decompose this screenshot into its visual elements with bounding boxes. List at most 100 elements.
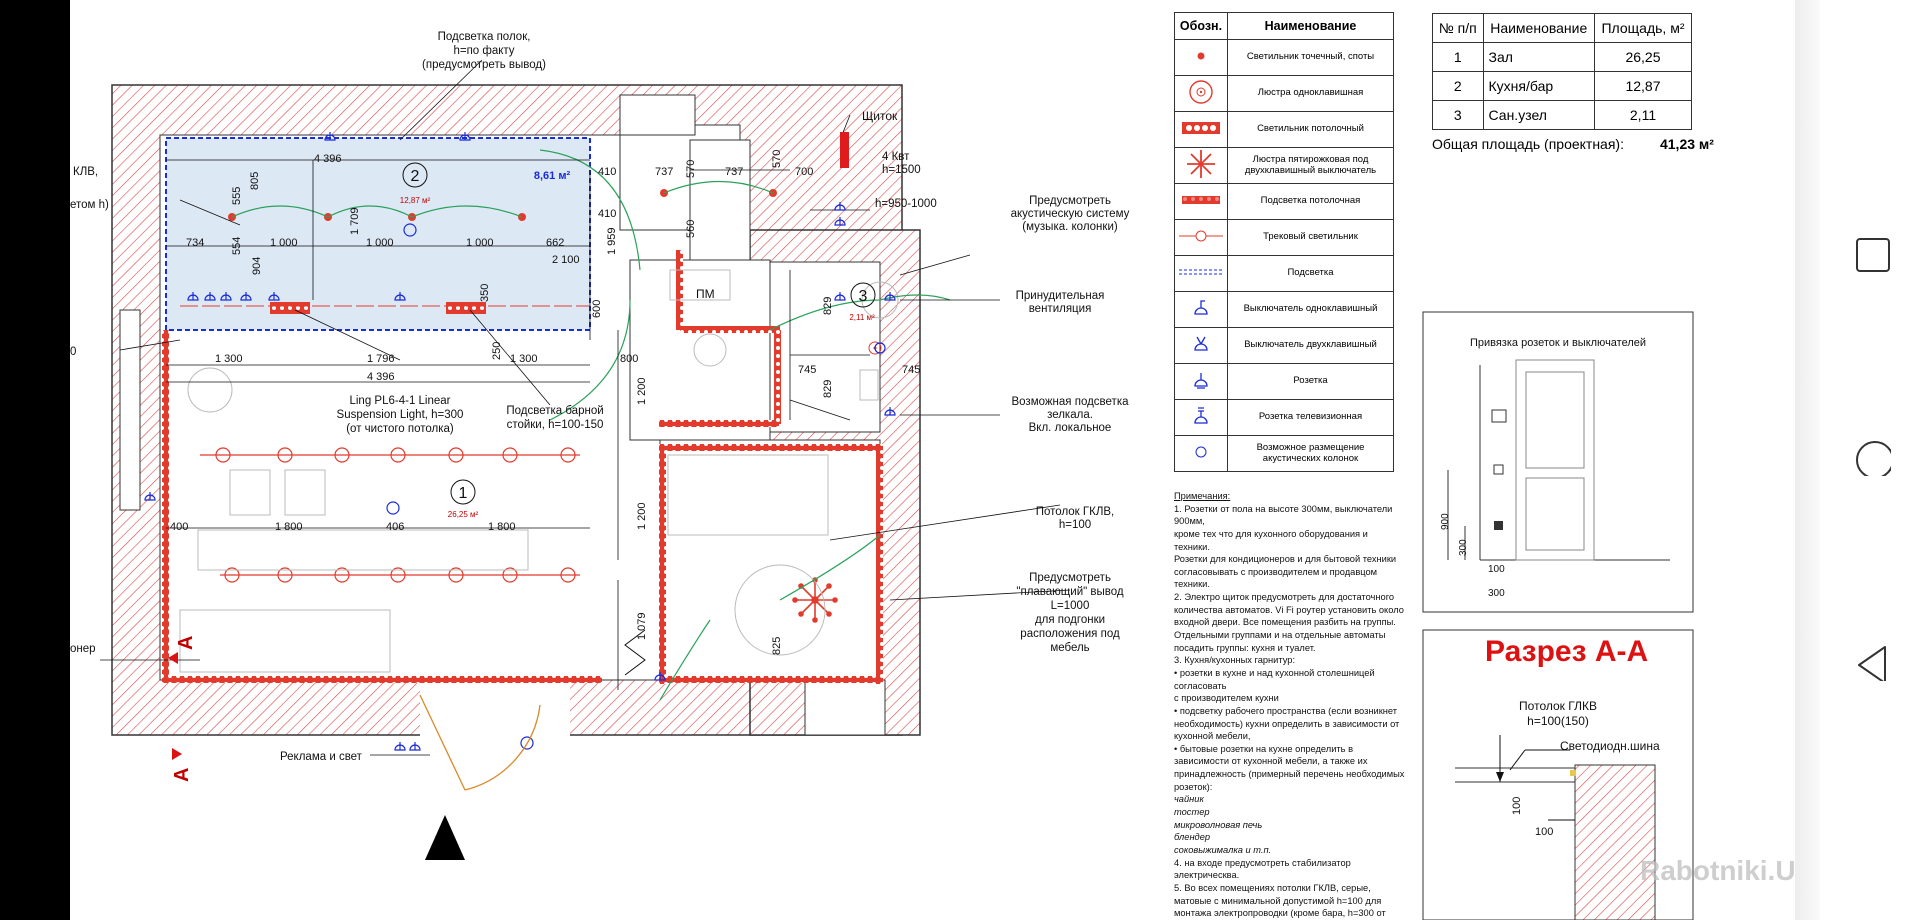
note-line: с производителем кухни (1174, 693, 1279, 704)
dim: 2 100 (552, 254, 580, 266)
h-950-label: h=950-1000 (875, 198, 937, 210)
dim: 825 (771, 637, 783, 655)
binding-dim: 300 (1458, 539, 1469, 556)
total-area-label: Общая площадь (проектная): (1432, 136, 1624, 152)
legend-table: Обозн. Наименование Светильник точечный,… (1174, 12, 1394, 472)
panel-label: Щиток (862, 109, 898, 123)
legend-header-name: Наименование (1227, 12, 1394, 40)
backlight-icon (1174, 255, 1228, 292)
dim: 1 000 (270, 237, 298, 249)
legend-row: Светильник точечный, споты (1174, 39, 1394, 76)
dim: 410 (598, 166, 616, 178)
recents-icon[interactable] (1855, 237, 1891, 273)
dim: 410 (598, 208, 616, 220)
dim: 700 (795, 166, 813, 178)
home-icon[interactable] (1855, 440, 1891, 476)
entrance-door (419, 694, 541, 791)
room-number-1: 1 (459, 485, 468, 502)
legend-row: Выключатель одноклавишный (1174, 291, 1394, 328)
dim: 1 709 (349, 207, 361, 235)
cell: Зал (1482, 42, 1596, 72)
sockets-switches (144, 132, 896, 751)
note-line: 1. Розетки от пола на высоте 300мм, выкл… (1174, 503, 1393, 527)
dim: 570 (771, 150, 783, 168)
dimension-values: 4 396 555 805 1 709 734 554 904 1 000 1 … (170, 150, 920, 655)
binding-drawing: Привязка розеток и выключателей 900 300 … (1422, 311, 1694, 613)
highlight-area: 8,61 м² (534, 170, 571, 182)
dim: 4 396 (314, 153, 342, 165)
spot-light-icon (1174, 39, 1228, 76)
entrance-arrow-icon (425, 815, 465, 860)
legend-row: Розетка (1174, 363, 1394, 400)
section-marks: А А (168, 636, 197, 782)
watermark: Rabotniki.UA (1640, 855, 1816, 886)
cell: 12,87 (1594, 71, 1692, 101)
dim: 400 (170, 521, 188, 533)
leader-lines (100, 59, 1071, 756)
legend-label: Люстра пятирожковая под двухклавишный вы… (1227, 147, 1394, 184)
floor-plan-drawing: 2 1 3 12,87 м² 26,25 м² 2,11 м² 8,61 м² … (70, 31, 1694, 920)
left-bezel (0, 0, 70, 920)
dim: 570 (685, 160, 697, 178)
dim: 737 (725, 166, 743, 178)
back-icon[interactable] (1855, 645, 1891, 681)
legend-header-symbol: Обозн. (1174, 12, 1228, 40)
dim: 800 (620, 353, 638, 365)
legend-row: Светильник потолочный (1174, 111, 1394, 148)
left-cut-note: етом h) (70, 199, 109, 211)
note-line: 4. на входе предусмотреть стабилизатор э… (1174, 857, 1351, 881)
dim: 1 800 (275, 521, 303, 533)
left-cut-note: онер (70, 643, 96, 655)
legend-row: Люстра одноклавишная (1174, 75, 1394, 112)
legend-row: Розетка телевизионная (1174, 399, 1394, 436)
note-line: Розетки для кондиционеров и для бытовой … (1174, 554, 1397, 590)
bathroom-chandelier (868, 341, 882, 355)
dim: 1 300 (510, 353, 538, 365)
dim: 745 (798, 364, 816, 376)
note-line: • подсветку рабочего пространства (если … (1174, 705, 1400, 742)
room-area-1: 26,25 м² (448, 510, 479, 519)
dim: 1 300 (215, 353, 243, 365)
tv-socket-icon (1174, 399, 1228, 436)
dim: 350 (479, 284, 491, 302)
total-area-value: 41,23 м² (1659, 136, 1714, 152)
cell: 1 (1432, 42, 1484, 72)
section-dim: 100 (1535, 826, 1553, 838)
dim: 829 (822, 297, 834, 315)
dim: 554 (231, 237, 243, 255)
legend-label: Подсветка (1227, 255, 1394, 292)
cell: 26,25 (1594, 42, 1692, 72)
section-mark-a-bottom: А (171, 768, 193, 782)
note-line: микроволновая печь (1174, 819, 1263, 830)
note-line: тостер (1174, 807, 1210, 818)
five-arm-chandelier (792, 577, 838, 623)
note-line: • розетки в кухне и над кухонной столешн… (1174, 667, 1375, 691)
room-area-2: 12,87 м² (400, 196, 431, 205)
rooms-header-area: Площадь, м² (1594, 13, 1692, 43)
binding-dim: 900 (1440, 513, 1451, 530)
note-line: кроме тех что для кухонного оборудования… (1174, 528, 1368, 552)
legend-row: Выключатель двухклавишный (1174, 327, 1394, 364)
ceiling-backlight-strips (162, 250, 883, 684)
left-cut-note: 0 (70, 346, 76, 358)
notes-block: Примечания:1. Розетки от пола на высоте … (1174, 490, 1406, 920)
dim: 904 (251, 257, 263, 275)
note-line: чайник (1174, 794, 1204, 805)
note-line: блендер (1174, 832, 1211, 843)
cell: 2 (1432, 71, 1484, 101)
rooms-header-name: Наименование (1482, 13, 1596, 43)
note-line: • бытовые розетки на кухне определить в … (1174, 743, 1405, 792)
legend-row: Люстра пятирожковая под двухклавишный вы… (1174, 147, 1394, 184)
room-area-3: 2,11 м² (849, 313, 875, 322)
section-dim: 100 (1511, 797, 1523, 815)
binding-dim: 300 (1488, 588, 1505, 599)
chandelier-single-icon (1174, 75, 1228, 112)
